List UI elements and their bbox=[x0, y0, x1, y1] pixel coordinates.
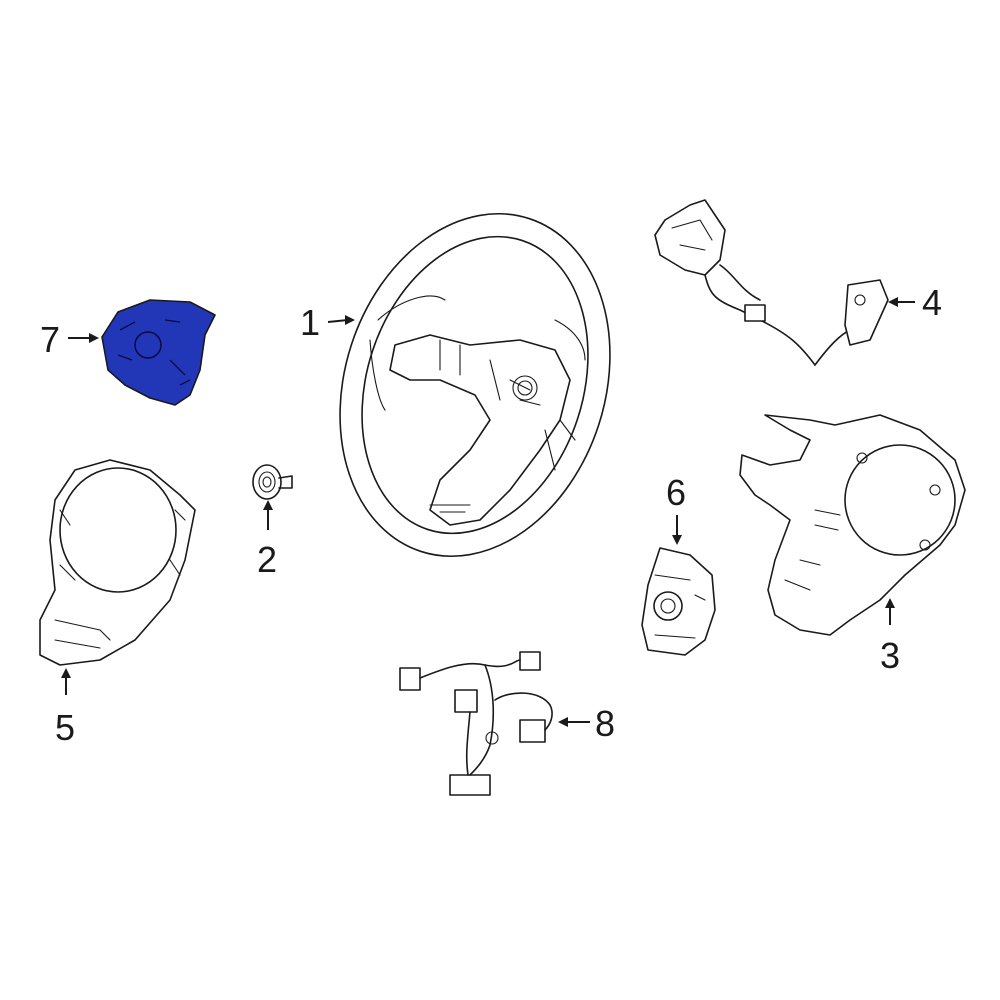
rear-cover-part[interactable] bbox=[739, 414, 966, 636]
right-switch-part[interactable] bbox=[641, 547, 716, 656]
bolt-part[interactable] bbox=[252, 464, 293, 500]
callout-7: 7 bbox=[40, 319, 60, 360]
lower-cover-part[interactable] bbox=[39, 459, 196, 666]
callout-6: 6 bbox=[666, 472, 686, 513]
callout-8: 8 bbox=[595, 703, 615, 744]
sub-harness-part[interactable] bbox=[399, 651, 553, 796]
callout-1: 1 bbox=[300, 302, 320, 343]
callout-5: 5 bbox=[55, 707, 75, 748]
callout-3: 3 bbox=[880, 635, 900, 676]
callout-arrows bbox=[61, 297, 915, 727]
steering-wheel-part[interactable] bbox=[297, 178, 652, 591]
wire-harness-part[interactable] bbox=[654, 199, 889, 366]
callout-4: 4 bbox=[922, 282, 942, 323]
left-switch-part-highlighted[interactable] bbox=[101, 299, 216, 406]
callout-2: 2 bbox=[257, 539, 277, 580]
